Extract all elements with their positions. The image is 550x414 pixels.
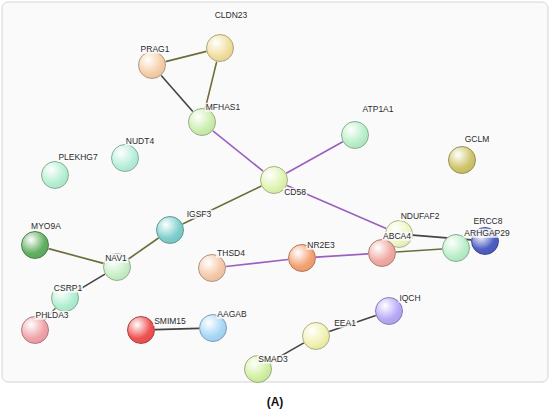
gene-label: CD58: [283, 188, 307, 197]
gene-label: PHLDA3: [34, 311, 69, 320]
interaction-edge: [166, 51, 207, 61]
gene-label: NDUFAF2: [400, 212, 441, 221]
interaction-edge: [155, 328, 199, 329]
protein-node: CLDN23: [206, 34, 234, 62]
protein-node: MFHAS1: [188, 108, 216, 136]
gene-label: SMIM15: [153, 317, 187, 326]
protein-node: PLEKHG7: [41, 161, 69, 189]
interaction-edge: [49, 249, 104, 264]
protein-node: IQCH: [375, 297, 403, 325]
interaction-edge: [226, 260, 288, 267]
gene-label: CSRP1: [53, 284, 83, 293]
protein-node: IGSF3: [156, 216, 184, 244]
protein-node: NAV1: [103, 253, 131, 281]
interaction-edge: [213, 131, 263, 171]
protein-node: NR2E3: [288, 244, 316, 272]
interaction-edge: [316, 254, 368, 257]
gene-label: PRAG1: [140, 45, 171, 54]
edge-layer: [45, 51, 471, 362]
protein-node: CSRP1: [51, 284, 79, 312]
protein-node: ARHGAP29: [442, 234, 470, 262]
panel-caption: (A): [267, 395, 284, 409]
gene-label: SMAD3: [257, 355, 288, 364]
protein-node: PHLDA3: [21, 316, 49, 344]
interaction-edge: [128, 238, 158, 259]
gene-label: NUDT4: [125, 137, 155, 146]
protein-node: ATP1A1: [341, 121, 369, 149]
protein-node: GCLM: [448, 146, 476, 174]
interaction-edge: [396, 249, 442, 252]
gene-label: IGSF3: [186, 210, 213, 219]
interaction-edge: [161, 76, 193, 112]
protein-node: THSD4: [198, 254, 226, 282]
protein-node: PRAG1: [138, 51, 166, 79]
gene-label: THSD4: [216, 249, 246, 258]
protein-node: MYO9A: [21, 231, 49, 259]
protein-node: NUDT4: [111, 144, 139, 172]
gene-label: CLDN23: [214, 11, 249, 20]
gene-label: ERCC8: [473, 217, 504, 226]
interaction-edge: [329, 316, 376, 332]
interaction-edge: [183, 186, 262, 224]
protein-node: ABCA4: [368, 239, 396, 267]
panel-frame: [2, 2, 548, 382]
gene-label: EEA1: [333, 319, 357, 328]
gene-label: ATP1A1: [361, 105, 394, 114]
interaction-edge: [286, 142, 343, 173]
gene-label: ARHGAP29: [463, 229, 510, 238]
gene-label: PLEKHG7: [57, 153, 98, 162]
protein-node: EEA1: [302, 322, 330, 350]
protein-node: AAGAB: [199, 314, 227, 342]
gene-label: MFHAS1: [205, 103, 241, 112]
protein-node: CD58: [260, 166, 288, 194]
gene-label: GCLM: [464, 135, 491, 144]
gene-label: IQCH: [398, 294, 421, 303]
gene-label: AAGAB: [216, 310, 247, 319]
interaction-edge: [205, 62, 216, 109]
gene-label: NR2E3: [306, 241, 335, 250]
protein-node: SMAD3: [244, 355, 272, 383]
gene-label: NAV1: [104, 254, 128, 263]
protein-node: SMIM15: [127, 316, 155, 344]
gene-label: MYO9A: [30, 222, 62, 231]
gene-label: ABCA4: [382, 232, 412, 241]
